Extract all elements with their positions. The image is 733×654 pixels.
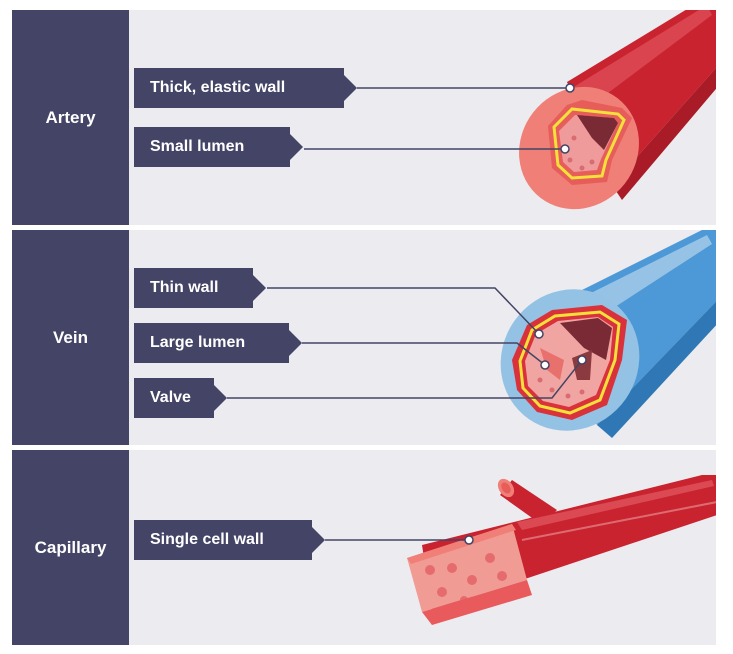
capillary-panel: Capillary Single cell wall	[12, 450, 716, 645]
artery-panel: Artery Thick, elastic wall Small lumen	[12, 10, 716, 225]
artery-title: Artery	[12, 10, 129, 225]
label-small-lumen: Small lumen	[134, 127, 303, 167]
capillary-illustration	[407, 475, 716, 625]
label-single-cell-wall: Single cell wall	[134, 520, 325, 560]
label-large-lumen: Large lumen	[134, 323, 302, 363]
label-valve: Valve	[134, 378, 227, 418]
artery-illustration	[519, 10, 716, 210]
vein-illustration	[500, 230, 716, 438]
vein-panel: Vein Thin wall Large lumen Valve	[12, 230, 716, 445]
capillary-title: Capillary	[12, 450, 129, 645]
label-thin-wall: Thin wall	[134, 268, 266, 308]
vein-title: Vein	[12, 230, 129, 445]
label-thick-elastic-wall: Thick, elastic wall	[134, 68, 357, 108]
